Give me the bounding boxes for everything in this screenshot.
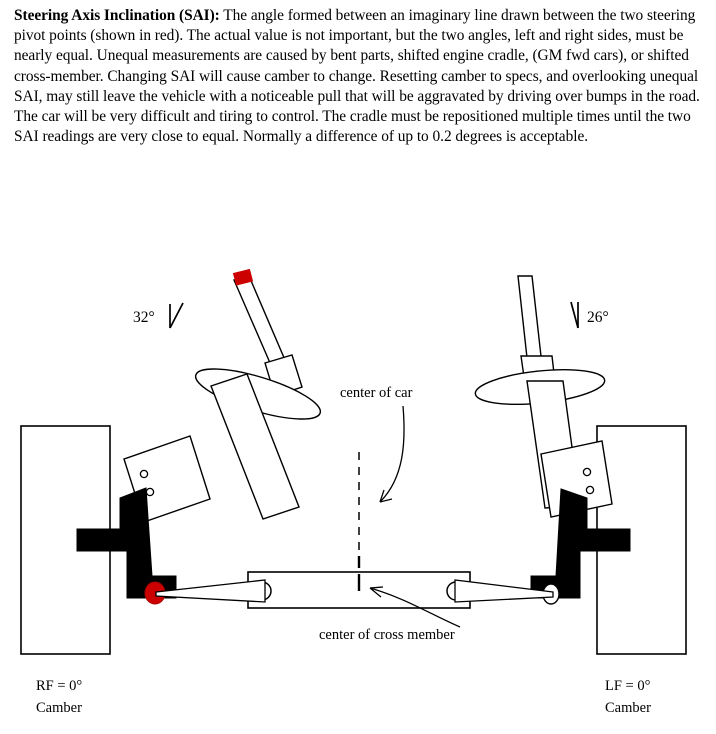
- right-sai-angle-indicator: [570, 301, 579, 329]
- left-sai-angle-label: 32°: [133, 309, 155, 326]
- left-front-strut-assembly: [474, 275, 631, 605]
- cross-member-assembly: [155, 556, 554, 609]
- center-of-cross-member-arrow-head: [369, 586, 384, 598]
- left-front-camber-label-line1: LF = 0°: [605, 678, 651, 694]
- lower-control-arm-left: [155, 579, 266, 603]
- sai-description-paragraph: Steering Axis Inclination (SAI): The ang…: [14, 6, 706, 147]
- lower-control-arm-right: [454, 579, 554, 603]
- strut-knuckle-bracket-right: [540, 440, 613, 518]
- angle-inclined-line-left: [169, 302, 184, 329]
- right-sai-angle-label: 26°: [587, 309, 609, 326]
- center-of-car-arrow-head: [379, 489, 393, 503]
- left-sai-angle-indicator: [169, 302, 184, 329]
- right-front-camber-label-line2: Camber: [36, 700, 82, 716]
- wheel-spindle-right: [575, 528, 631, 552]
- sai-term: Steering Axis Inclination (SAI):: [14, 7, 220, 24]
- strut-body-left: [210, 373, 300, 520]
- wheel-spindle-left: [76, 528, 132, 552]
- center-of-cross-member-label: center of cross member: [319, 627, 455, 643]
- left-front-camber-label-line2: Camber: [605, 700, 651, 716]
- bracket-bolt-hole-upper-left: [139, 469, 149, 479]
- center-of-cross-member-arrow-curve: [369, 587, 461, 628]
- sai-diagram: 32°: [0, 246, 716, 734]
- upper-pivot-point-marker-left: [232, 268, 254, 286]
- sai-description-body: The angle formed between an imaginary li…: [14, 7, 700, 146]
- suspension-diagram-svg: 32°: [20, 268, 687, 716]
- right-front-camber-label-line1: RF = 0°: [36, 678, 82, 694]
- angle-vertical-reference-line-right: [570, 301, 579, 329]
- bracket-bolt-hole-upper-right: [582, 467, 592, 477]
- center-of-car-arrow-curve: [379, 405, 405, 503]
- bracket-bolt-hole-lower-left: [145, 487, 155, 497]
- bracket-bolt-hole-lower-right: [585, 485, 595, 495]
- center-of-car-label: center of car: [340, 385, 413, 401]
- right-front-strut-assembly: [76, 268, 322, 605]
